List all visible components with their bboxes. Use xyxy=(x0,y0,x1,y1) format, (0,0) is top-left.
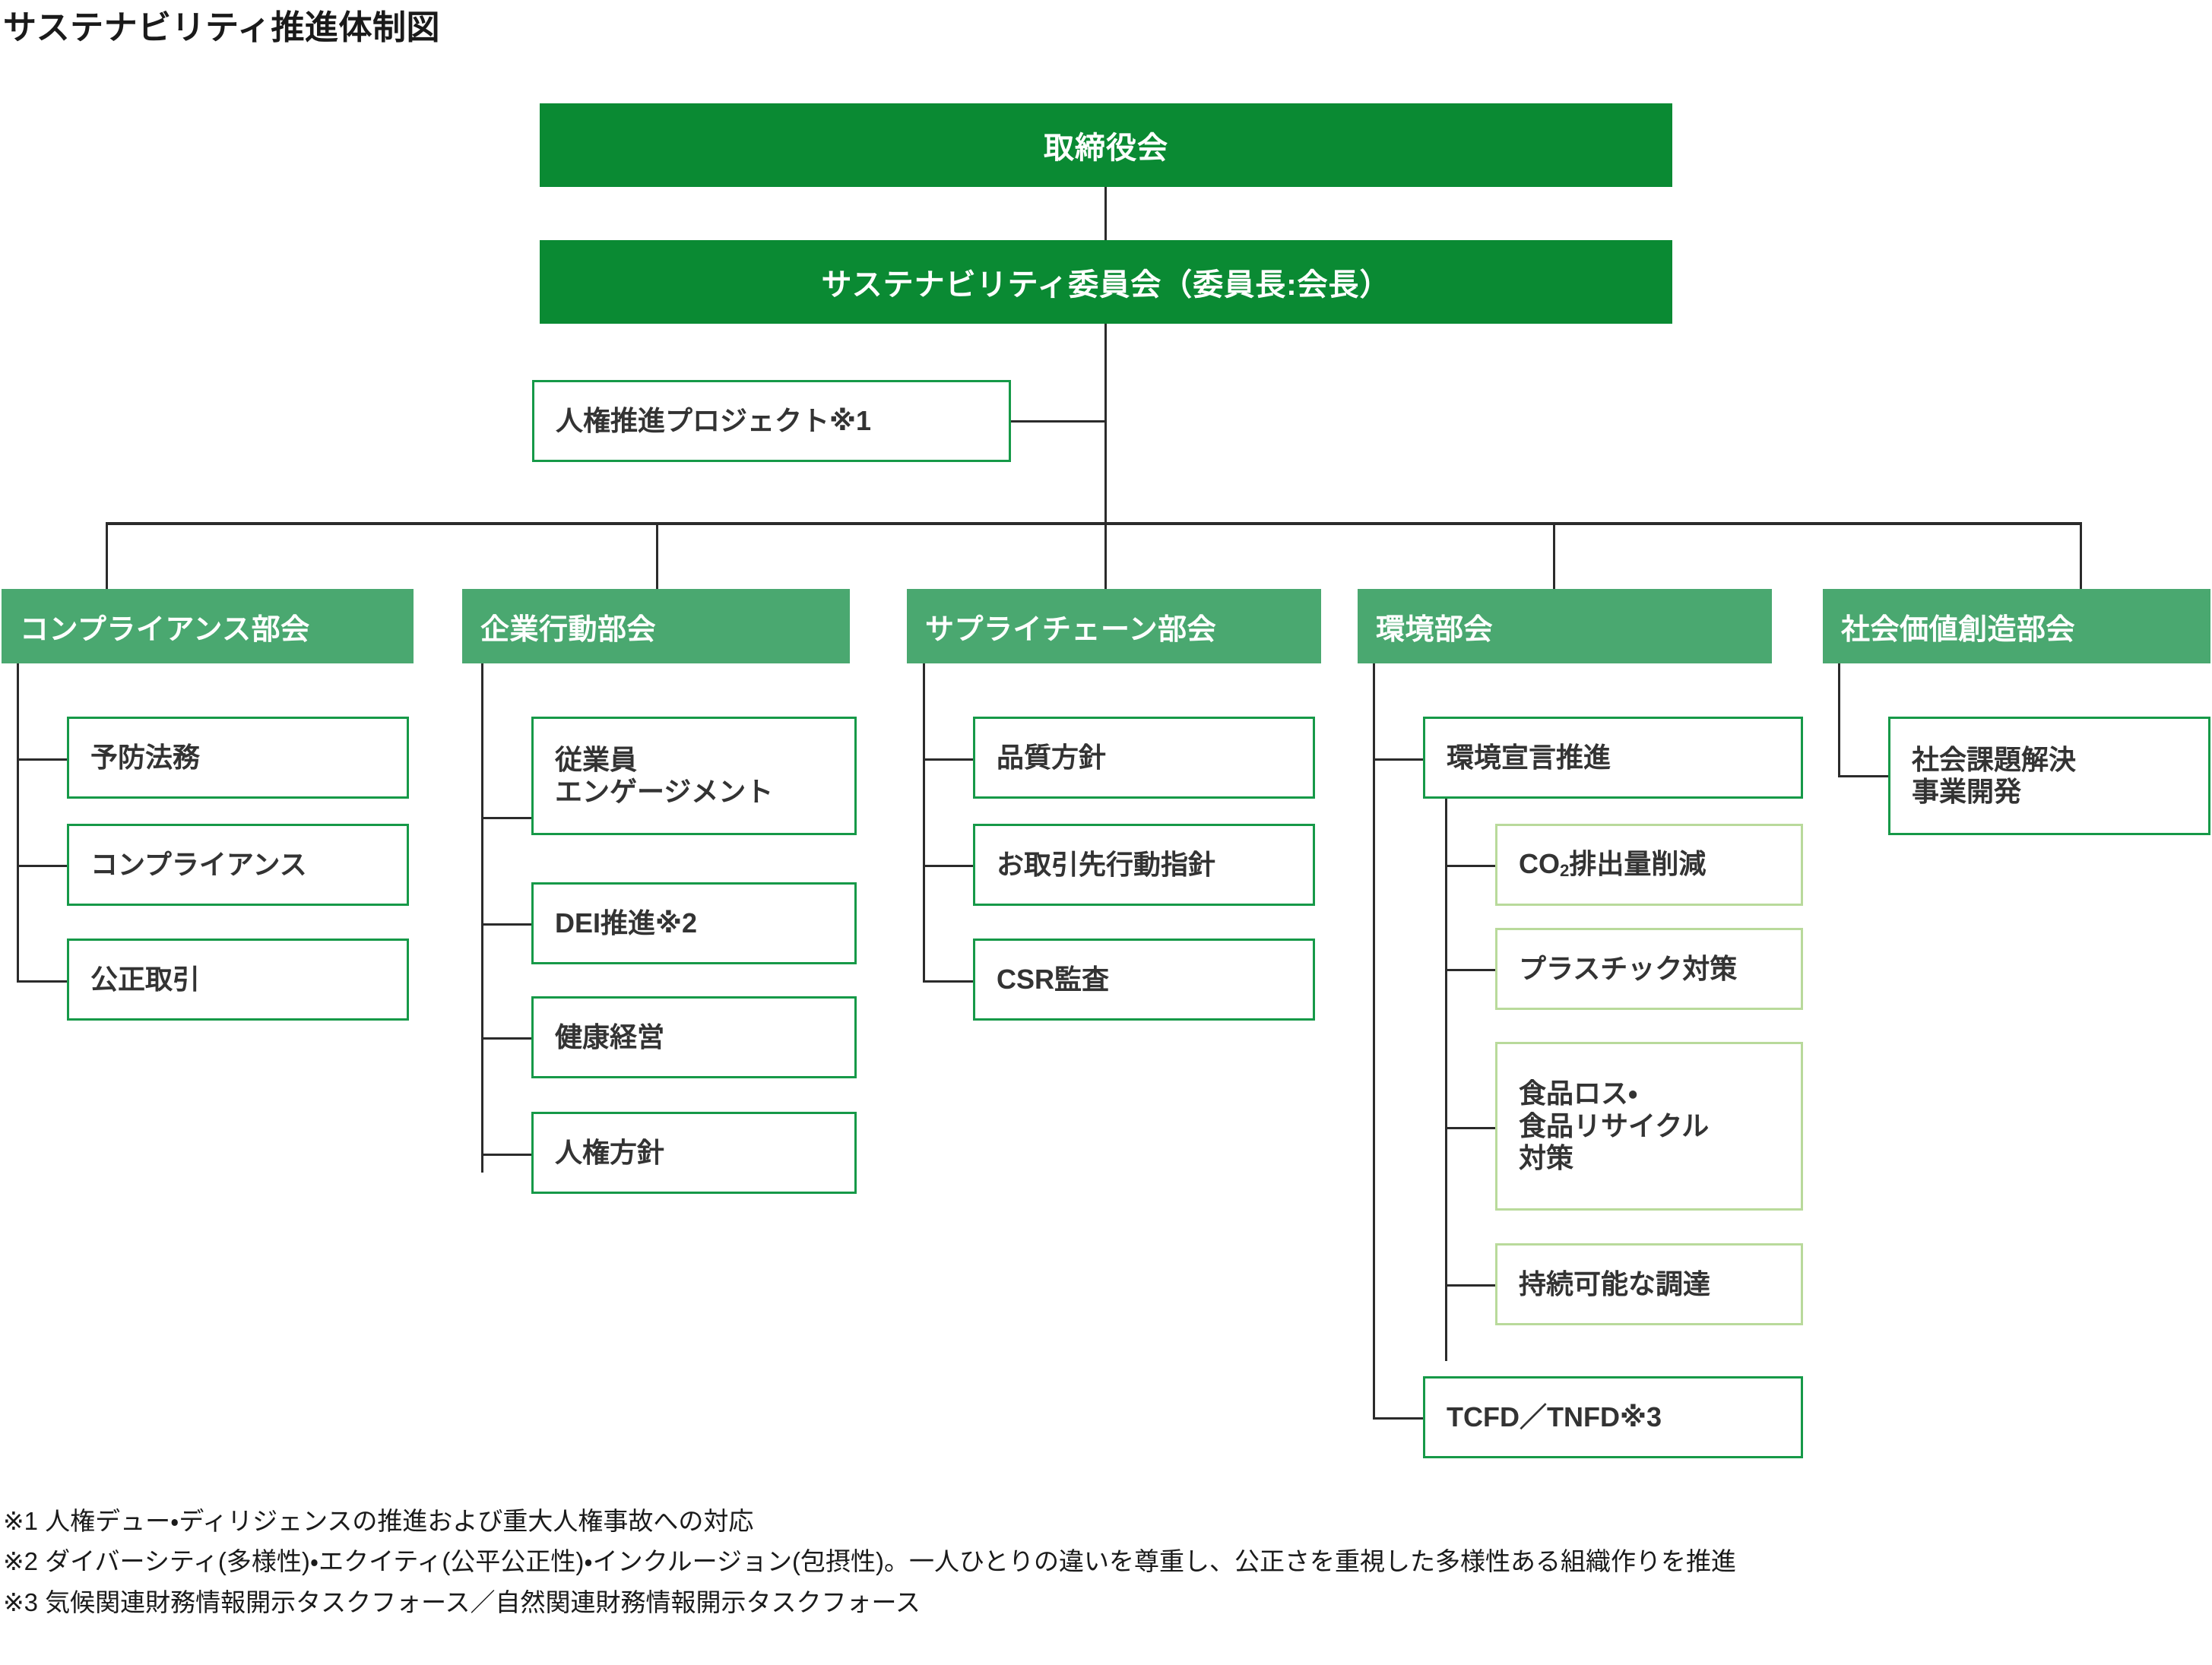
node-environmental-declaration[interactable]: 環境宣言推進 xyxy=(1423,717,1803,799)
connector-branch-env-sub-2 xyxy=(1445,969,1495,971)
dept-header-corporate-behavior[interactable]: 企業行動部会 xyxy=(462,589,850,663)
connector-branch-supply-3 xyxy=(923,980,973,983)
connector-branch-corporate-2 xyxy=(481,923,531,926)
connector-branch-env-tcfd xyxy=(1373,1417,1423,1420)
connector-drop-dept-4 xyxy=(1553,522,1555,589)
connector-drop-dept-2 xyxy=(656,522,658,589)
connector-branch-corporate-1 xyxy=(481,817,531,819)
connector-drop-dept-1 xyxy=(106,522,108,589)
connector-project-to-spine xyxy=(1011,420,1106,423)
node-fair-trade[interactable]: 公正取引 xyxy=(67,939,409,1021)
node-label: 環境宣言推進 xyxy=(1447,741,1611,773)
connector-branch-supply-2 xyxy=(923,865,973,867)
node-label: 品質方針 xyxy=(997,741,1107,773)
dept-header-label: コンプライアンス部会 xyxy=(20,613,310,646)
node-label: 社会課題解決事業開発 xyxy=(1912,743,2077,807)
node-label: 従業員エンゲージメント xyxy=(555,743,774,807)
node-label: 人権推進プロジェクト※1 xyxy=(556,404,872,436)
node-csr-audit[interactable]: CSR監査 xyxy=(973,939,1315,1021)
node-health-management[interactable]: 健康経営 xyxy=(531,996,857,1078)
connector-branch-env-sub-4 xyxy=(1445,1284,1495,1287)
node-human-rights-policy[interactable]: 人権方針 xyxy=(531,1112,857,1194)
node-compliance[interactable]: コンプライアンス xyxy=(67,824,409,906)
node-food-loss-recycling[interactable]: 食品ロス・食品リサイクル対策 xyxy=(1495,1042,1803,1211)
dept-header-compliance[interactable]: コンプライアンス部会 xyxy=(2,589,414,663)
dept-header-label: 社会価値創造部会 xyxy=(1841,613,2076,646)
connector-spine-supply xyxy=(923,663,925,983)
dept-header-environment[interactable]: 環境部会 xyxy=(1358,589,1772,663)
node-human-rights-project[interactable]: 人権推進プロジェクト※1 xyxy=(532,380,1011,462)
node-label: 持続可能な調達 xyxy=(1519,1268,1711,1299)
connector-branch-corporate-3 xyxy=(481,1037,531,1040)
footnotes: ※1 人権デュー・ディリジェンスの推進および重大人権事故への対応 ※2 ダイバー… xyxy=(3,1501,2207,1622)
connector-branch-compliance-2 xyxy=(17,865,67,867)
connector-branch-supply-1 xyxy=(923,758,973,761)
node-board-of-directors[interactable]: 取締役会 xyxy=(540,103,1672,187)
connector-spine-environment xyxy=(1373,663,1375,1420)
node-plastic-measures[interactable]: プラスチック対策 xyxy=(1495,928,1803,1010)
connector-branch-social-1 xyxy=(1838,775,1888,777)
node-label: プラスチック対策 xyxy=(1519,952,1738,984)
connector-branch-compliance-3 xyxy=(17,980,67,983)
node-sustainability-committee[interactable]: サステナビリティ委員会（委員長:会長） xyxy=(540,240,1672,324)
connector-branch-env-sub-3 xyxy=(1445,1127,1495,1129)
node-quality-policy[interactable]: 品質方針 xyxy=(973,717,1315,799)
node-social-issue-business-dev[interactable]: 社会課題解決事業開発 xyxy=(1888,717,2210,835)
node-supplier-code-of-conduct[interactable]: お取引先行動指針 xyxy=(973,824,1315,906)
dept-header-supply-chain[interactable]: サプライチェーン部会 xyxy=(907,589,1321,663)
connector-branch-env-sub-1 xyxy=(1445,865,1495,867)
connector-board-to-committee xyxy=(1104,187,1107,240)
connector-main-bus xyxy=(106,522,2082,525)
connector-spine-compliance xyxy=(17,663,19,983)
node-label: CO2排出量削減 xyxy=(1519,848,1707,881)
node-label: お取引先行動指針 xyxy=(997,848,1216,880)
node-dei-promotion[interactable]: DEI推進※2 xyxy=(531,882,857,964)
dept-header-label: サプライチェーン部会 xyxy=(925,613,1217,646)
connector-branch-compliance-1 xyxy=(17,758,67,761)
node-label: 食品ロス・食品リサイクル対策 xyxy=(1519,1078,1710,1174)
connector-drop-dept-3 xyxy=(1104,522,1107,589)
footnote-1: ※1 人権デュー・ディリジェンスの推進および重大人権事故への対応 xyxy=(3,1507,754,1535)
connector-spine-social xyxy=(1838,663,1840,777)
node-tcfd-tnfd[interactable]: TCFD／TNFD※3 xyxy=(1423,1376,1803,1458)
footnote-2: ※2 ダイバーシティ(多様性)・エクイティ(公平公正性)・インクルージョン(包摂… xyxy=(3,1547,1736,1576)
page-title: サステナビリティ推進体制図 xyxy=(3,9,440,46)
node-label: TCFD／TNFD※3 xyxy=(1447,1401,1662,1432)
node-label: コンプライアンス xyxy=(90,848,307,880)
node-label: サステナビリティ委員会（委員長:会長） xyxy=(821,268,1391,302)
dept-header-label: 環境部会 xyxy=(1376,613,1494,646)
node-label: 人権方針 xyxy=(555,1136,665,1168)
dept-header-label: 企業行動部会 xyxy=(480,613,657,646)
node-label: 取締役会 xyxy=(1044,131,1168,165)
node-label: 予防法務 xyxy=(90,741,201,773)
node-preventive-legal[interactable]: 予防法務 xyxy=(67,717,409,799)
node-employee-engagement[interactable]: 従業員エンゲージメント xyxy=(531,717,857,835)
connector-committee-spine xyxy=(1104,324,1107,524)
node-sustainable-procurement[interactable]: 持続可能な調達 xyxy=(1495,1243,1803,1325)
connector-branch-env-1 xyxy=(1373,758,1423,761)
connector-drop-dept-5 xyxy=(2080,522,2082,589)
connector-spine-corporate xyxy=(481,663,483,1173)
footnote-3: ※3 気候関連財務情報開示タスクフォース／自然関連財務情報開示タスクフォース xyxy=(3,1587,921,1616)
node-label: 健康経営 xyxy=(555,1021,665,1052)
node-co2-reduction[interactable]: CO2排出量削減 xyxy=(1495,824,1803,906)
connector-subspine-environment xyxy=(1445,799,1447,1361)
connector-branch-corporate-4 xyxy=(481,1154,531,1156)
dept-header-social-value[interactable]: 社会価値創造部会 xyxy=(1823,589,2210,663)
node-label: DEI推進※2 xyxy=(555,907,698,939)
node-label: 公正取引 xyxy=(90,963,201,995)
node-label: CSR監査 xyxy=(997,963,1110,995)
